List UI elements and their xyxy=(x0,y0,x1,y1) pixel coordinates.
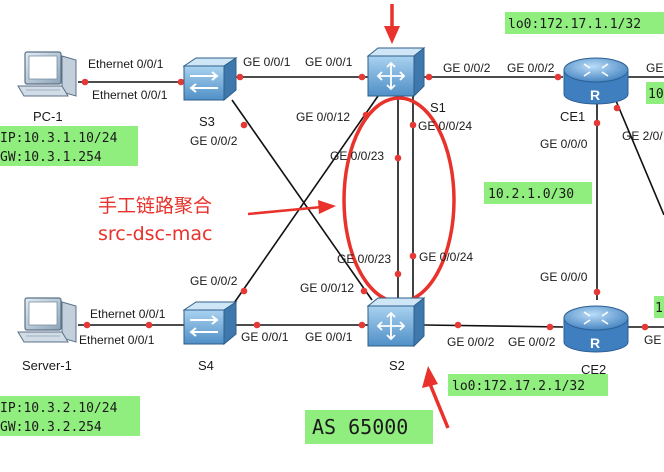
port-dot xyxy=(593,119,601,127)
port-label-s1-ge1: GE 0/0/1 xyxy=(305,55,353,69)
port-label-s1-ge12: GE 0/0/12 xyxy=(296,110,350,124)
port-dot xyxy=(425,73,433,81)
port-dot xyxy=(409,121,417,129)
ce2-label: CE2 xyxy=(581,362,606,377)
port-label-s3-ge1: GE 0/0/1 xyxy=(243,55,291,69)
port-label-ce1-ge0: GE 0/0/0 xyxy=(540,137,588,151)
s1-core-switch-icon[interactable] xyxy=(366,46,426,98)
port-label-server-eth: Ethernet 0/0/1 xyxy=(90,307,166,321)
ce2-right-box xyxy=(654,296,664,318)
port-label-s1-ge23: GE 0/0/23 xyxy=(330,149,384,163)
s3-switch-icon[interactable] xyxy=(182,57,238,102)
port-dot xyxy=(83,321,91,329)
port-label-s1-ge2: GE 0/0/2 xyxy=(443,61,491,75)
port-dot xyxy=(240,287,248,295)
port-dot xyxy=(358,321,366,329)
port-label-ce2-ge0: GE 0/0/0 xyxy=(540,270,588,284)
ce1-label: CE1 xyxy=(560,109,585,124)
annotation-link-aggregation: 手工链路聚合 xyxy=(98,195,212,217)
port-label-s3-ge2: GE 0/0/2 xyxy=(190,134,238,148)
pc1-gw: GW:10.3.1.254 xyxy=(0,150,102,165)
server1-icon[interactable] xyxy=(17,297,77,343)
as-label: AS 65000 xyxy=(312,415,408,439)
port-label-ce1-right: GE xyxy=(646,61,663,75)
port-dot xyxy=(409,252,417,260)
s2-label: S2 xyxy=(389,358,405,373)
port-label-ce2-ge2: GE 0/0/2 xyxy=(508,335,556,349)
link-s2-ce2 xyxy=(423,324,564,328)
port-label-s2-ge23: GE 0/0/23 xyxy=(337,252,391,266)
port-label-s4-eth: Ethernet 0/0/1 xyxy=(79,333,155,347)
arrow-to-s2-icon xyxy=(422,366,450,429)
ce-link-net-box xyxy=(484,182,592,204)
port-dot xyxy=(593,288,601,296)
port-label-s2-ge12: GE 0/0/12 xyxy=(300,281,354,295)
port-dot xyxy=(236,73,244,81)
port-dot xyxy=(394,270,402,278)
port-dot xyxy=(358,73,366,81)
s1-label: S1 xyxy=(430,100,446,115)
svg-text:R: R xyxy=(590,335,600,351)
port-dot xyxy=(253,321,261,329)
ce1-right-box xyxy=(646,82,664,104)
port-dot xyxy=(145,321,153,329)
link-s1-s4-cross xyxy=(231,95,379,307)
s2-core-switch-icon[interactable] xyxy=(366,296,426,348)
ce1-right-cut: 10 xyxy=(648,87,664,102)
svg-text:R: R xyxy=(590,87,600,103)
ce1-lo0-box xyxy=(505,12,664,34)
port-dot xyxy=(554,73,562,81)
ce2-right-cut: 1 xyxy=(655,301,663,316)
ce2-lo0-box xyxy=(448,374,608,396)
server-ip: IP:10.3.2.10/24 xyxy=(0,401,118,416)
ce2-router-icon[interactable]: R xyxy=(563,305,629,353)
port-label-ce1-ge2-0: GE 2/0/ xyxy=(622,129,663,143)
port-dot xyxy=(240,121,248,129)
port-dot xyxy=(394,154,402,162)
port-label-s4-ge2: GE 0/0/2 xyxy=(190,274,238,288)
s4-switch-icon[interactable] xyxy=(182,301,238,346)
s4-label: S4 xyxy=(198,358,214,373)
port-dot xyxy=(454,321,462,329)
port-dot xyxy=(613,104,621,112)
pc1-icon[interactable] xyxy=(17,51,77,97)
arrow-to-aggregation-icon xyxy=(247,200,336,216)
server1-label: Server-1 xyxy=(22,358,72,373)
pc1-label: PC-1 xyxy=(33,109,63,124)
port-dot xyxy=(360,287,368,295)
port-label-ce2-right: GE xyxy=(644,333,661,347)
link-s3-s2-cross xyxy=(231,99,373,301)
pc1-ip-box xyxy=(0,126,138,166)
as-label-box xyxy=(305,410,433,444)
arrow-to-s1-icon xyxy=(384,4,400,44)
s3-label: S3 xyxy=(199,114,215,129)
port-label-pc1-eth: Ethernet 0/0/1 xyxy=(88,57,164,71)
link-ce1-diag xyxy=(613,95,664,216)
port-dot xyxy=(177,78,185,86)
port-label-s3-eth: Ethernet 0/0/1 xyxy=(92,88,168,102)
port-label-s2-ge2: GE 0/0/2 xyxy=(447,335,495,349)
server-gw: GW:10.3.2.254 xyxy=(0,420,102,435)
port-dots xyxy=(81,73,649,331)
port-dot xyxy=(641,323,649,331)
port-label-ce1-ge2: GE 0/0/2 xyxy=(507,61,555,75)
server-ip-box xyxy=(0,396,140,436)
port-label-s2-ge1: GE 0/0/1 xyxy=(305,330,353,344)
port-label-s1-ge24: GE 0/0/24 xyxy=(418,119,472,133)
port-dot xyxy=(81,78,89,86)
ce-link-net: 10.2.1.0/30 xyxy=(488,187,574,202)
annotation-hash-mode: src-dsc-mac xyxy=(98,223,212,245)
port-dot xyxy=(546,323,554,331)
pc1-ip: IP:10.3.1.10/24 xyxy=(0,131,118,146)
ce1-lo0: lo0:172.17.1.1/32 xyxy=(508,17,641,32)
ce1-router-icon[interactable]: R xyxy=(563,57,629,105)
annotation-arrows xyxy=(247,4,450,429)
ce2-lo0: lo0:172.17.2.1/32 xyxy=(452,379,585,394)
port-label-s4-ge1: GE 0/0/1 xyxy=(241,330,289,344)
port-label-s2-ge24: GE 0/0/24 xyxy=(419,250,473,264)
